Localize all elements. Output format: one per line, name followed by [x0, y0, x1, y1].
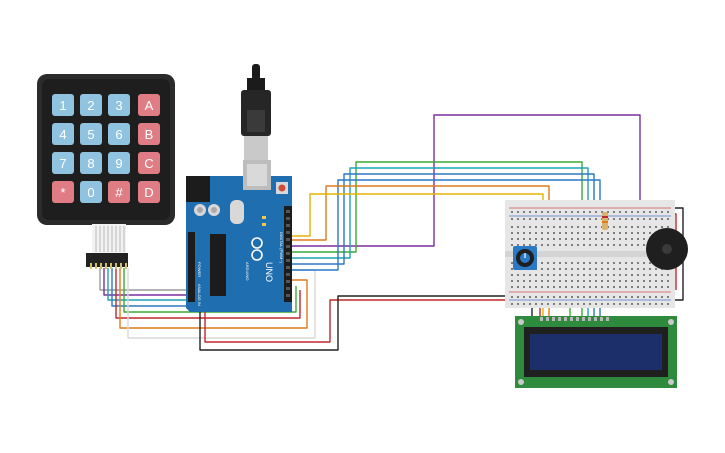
- arduino-logo: [251, 237, 263, 261]
- key-1[interactable]: [52, 94, 74, 116]
- key-3[interactable]: [108, 94, 130, 116]
- wire-keypad-teal: [107, 268, 190, 301]
- piezo-buzzer: [646, 228, 688, 270]
- key-4-label: 4: [59, 127, 66, 142]
- key-4[interactable]: [52, 123, 74, 145]
- key-hash[interactable]: [108, 181, 130, 203]
- key-d[interactable]: [138, 181, 160, 203]
- power-header: [188, 232, 195, 302]
- usb-cable: [241, 64, 271, 160]
- key-5-label: 5: [87, 127, 94, 142]
- key-star[interactable]: [52, 181, 74, 203]
- power-label: POWER: [197, 262, 202, 277]
- key-6-label: 6: [115, 127, 122, 142]
- key-hash-label: #: [115, 185, 123, 200]
- key-0-label: 0: [87, 185, 94, 200]
- key-star-label: *: [60, 185, 65, 200]
- key-2-label: 2: [87, 98, 94, 113]
- power-jack: [186, 176, 210, 202]
- lcd-screen: [530, 334, 662, 370]
- key-3-label: 3: [115, 98, 122, 113]
- keypad-ribbon: [92, 224, 126, 254]
- wire-keypad-gray: [99, 268, 190, 291]
- key-c[interactable]: [138, 152, 160, 174]
- wire-purple-buzzer: [290, 114, 641, 247]
- key-8[interactable]: [80, 152, 102, 174]
- key-d-label: D: [144, 185, 153, 200]
- key-1-label: 1: [59, 98, 66, 113]
- keypad: 1 2 3 A 4 5 6 B 7 8 9 C * 0 # D: [37, 74, 175, 269]
- key-8-label: 8: [87, 156, 94, 171]
- key-a-label: A: [145, 98, 154, 113]
- wire-keypad-purple: [103, 268, 190, 296]
- key-6[interactable]: [108, 123, 130, 145]
- wire-keypad-red: [115, 268, 301, 319]
- digital-label: DIGITAL (PWM~): [279, 232, 284, 264]
- arduino-model-label: UNO: [264, 262, 274, 282]
- key-9[interactable]: [108, 152, 130, 174]
- lcd-display: [515, 316, 677, 388]
- atmega-chip: [210, 234, 226, 296]
- key-7-label: 7: [59, 156, 66, 171]
- wire-keypad-orange: [119, 268, 308, 329]
- key-5[interactable]: [80, 123, 102, 145]
- key-a[interactable]: [138, 94, 160, 116]
- key-b-label: B: [145, 127, 154, 142]
- analog-label: ANALOG IN: [197, 284, 202, 306]
- wire-keypad-blue: [111, 268, 190, 307]
- arduino-brand-label: ARDUINO: [245, 262, 250, 280]
- usb-connector: [244, 136, 268, 160]
- key-7[interactable]: [52, 152, 74, 174]
- key-0[interactable]: [80, 181, 102, 203]
- key-b[interactable]: [138, 123, 160, 145]
- key-c-label: C: [144, 156, 153, 171]
- potentiometer[interactable]: [513, 246, 537, 270]
- key-9-label: 9: [115, 156, 122, 171]
- arduino-uno: UNO ARDUINO DIGITAL (PWM~) POWER ANALOG …: [186, 160, 292, 312]
- key-2[interactable]: [80, 94, 102, 116]
- wire-black-gnd: [199, 295, 520, 351]
